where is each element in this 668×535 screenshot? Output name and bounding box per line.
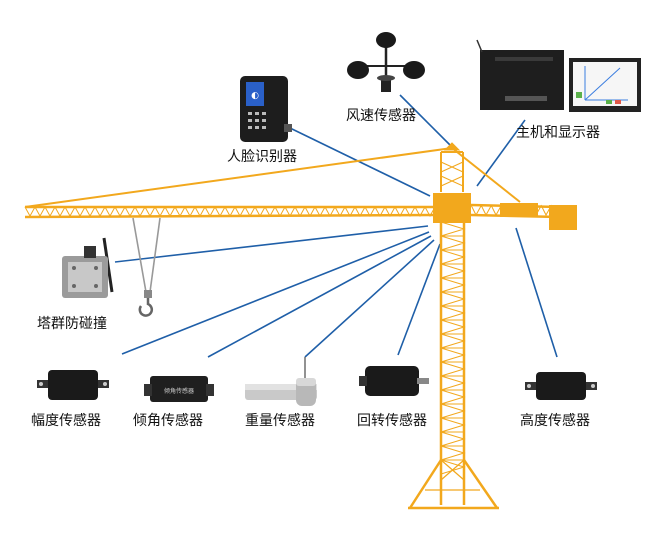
label-amplitude: 幅度传感器 (31, 413, 101, 429)
label-rotation: 回转传感器 (357, 413, 427, 429)
line-weight (304, 239, 435, 358)
hook-icon (138, 298, 154, 317)
line-rotation (397, 243, 441, 356)
line-wind-speed (399, 94, 451, 146)
line-anti-collision (114, 225, 429, 263)
label-face-recognition: 人脸识别器 (227, 149, 297, 165)
tilt-box-text: 倾角传感器 (164, 387, 194, 395)
label-height: 高度传感器 (520, 413, 590, 429)
face-recognition-device: ◐ (240, 76, 292, 142)
line-tilt (207, 235, 432, 358)
svg-text:◐: ◐ (251, 91, 259, 101)
host-unit-device (476, 39, 564, 110)
anti-collision-device (62, 237, 114, 298)
counterweight-tail (549, 205, 577, 230)
label-wind-speed: 风速传感器 (346, 108, 416, 124)
height-sensor-device (525, 372, 597, 400)
label-tilt: 倾角传感器 (133, 413, 203, 429)
label-weight: 重量传感器 (245, 413, 315, 429)
line-height (515, 227, 558, 358)
hook-cables (132, 217, 161, 293)
tilt-sensor-device: 倾角传感器 (144, 376, 214, 402)
weight-sensor-device (245, 357, 317, 406)
crane-cab (433, 193, 471, 223)
amplitude-sensor-device (37, 370, 109, 400)
rotation-sensor-device (359, 366, 429, 396)
label-anti-collision: 塔群防碰撞 (37, 316, 107, 332)
line-amplitude (121, 231, 430, 355)
line-face-recognition (289, 127, 431, 197)
display-monitor-device (569, 58, 641, 112)
connector-lines (114, 94, 558, 358)
wind-speed-device (347, 32, 425, 92)
label-host-display: 主机和显示器 (516, 125, 600, 141)
counterweight-block (500, 203, 538, 217)
